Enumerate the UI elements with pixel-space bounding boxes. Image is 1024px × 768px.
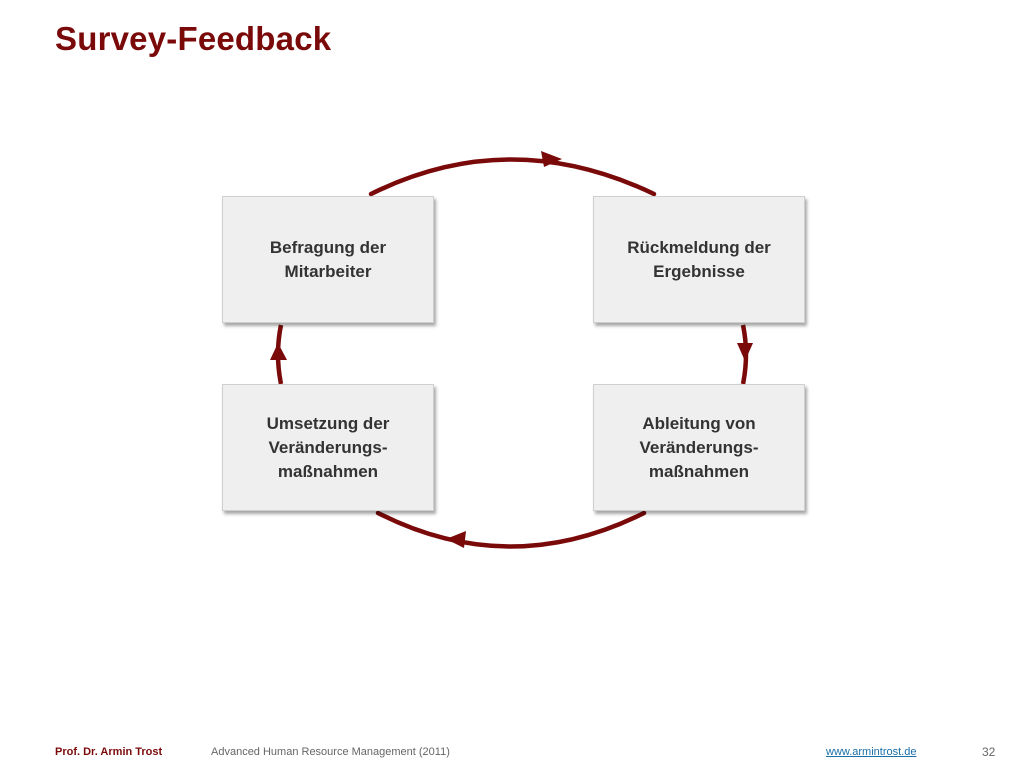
- step-box-rueckmeldung: Rückmeldung der Ergebnisse: [593, 196, 805, 323]
- arc-bottom: [375, 510, 647, 549]
- step-box-ableitung: Ableitung von Veränderungs- maßnahmen: [593, 384, 805, 511]
- step-label-befragung: Befragung der Mitarbeiter: [269, 237, 387, 281]
- step-label-rueckmeldung: Rückmeldung der Ergebnisse: [627, 237, 771, 281]
- footer-author: Prof. Dr. Armin Trost: [55, 746, 163, 758]
- step-label-ableitung: Ableitung von Veränderungs- maßnahmen: [639, 413, 759, 481]
- footer-course: Advanced Human Resource Management (2011…: [211, 746, 450, 758]
- footer-website-link[interactable]: www.armintrost.de: [826, 746, 917, 758]
- step-box-befragung: Befragung der Mitarbeiter: [222, 196, 434, 323]
- step-box-umsetzung: Umsetzung der Veränderungs- maßnahmen: [222, 384, 434, 511]
- arrowhead-right-icon: [737, 343, 753, 361]
- step-label-umsetzung: Umsetzung der Veränderungs- maßnahmen: [266, 413, 390, 481]
- page-number: 32: [982, 745, 996, 759]
- arrowhead-top-icon: [541, 151, 562, 167]
- arrowhead-left-icon: [270, 343, 287, 360]
- arrowhead-bottom-icon: [446, 531, 466, 548]
- arc-top: [368, 157, 657, 197]
- slide-title: Survey-Feedback: [55, 20, 332, 57]
